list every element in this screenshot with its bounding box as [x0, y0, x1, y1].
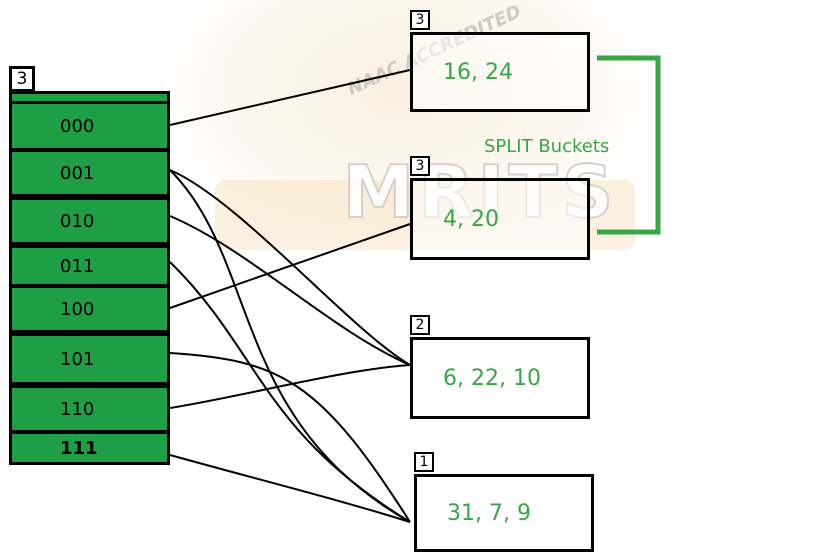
split-bracket [597, 55, 661, 235]
link-001b [169, 169, 411, 523]
bucket-2: 4, 20 [410, 178, 590, 260]
directory-slot-001: 001 [9, 149, 170, 197]
directory-slot-111: 111 [9, 431, 170, 465]
directory-slot-100: 100 [9, 285, 170, 333]
directory-slot-101: 101 [9, 333, 170, 385]
link-110 [169, 364, 411, 409]
link-101 [169, 352, 411, 523]
link-011 [169, 261, 411, 523]
bucket-2-depth-badge: 3 [410, 156, 430, 176]
bucket-1-depth-badge: 3 [410, 10, 430, 30]
directory-slot-000: 000 [9, 101, 170, 151]
link-000 [169, 69, 411, 126]
link-111 [169, 454, 411, 523]
bucket-3: 6, 22, 10 [410, 337, 590, 419]
link-001 [169, 169, 411, 366]
bucket-3-depth-badge: 2 [410, 315, 430, 335]
directory-slot-011: 011 [9, 245, 170, 287]
global-depth-badge: 3 [9, 66, 35, 92]
directory-slot-010: 010 [9, 197, 170, 245]
directory-slot-110: 110 [9, 385, 170, 433]
link-100 [169, 223, 411, 309]
bucket-4-depth-badge: 1 [414, 452, 434, 472]
link-010 [169, 215, 411, 366]
bucket-1: 16, 24 [410, 32, 590, 112]
split-buckets-label: SPLIT Buckets [484, 136, 610, 157]
bucket-4: 31, 7, 9 [414, 474, 594, 552]
